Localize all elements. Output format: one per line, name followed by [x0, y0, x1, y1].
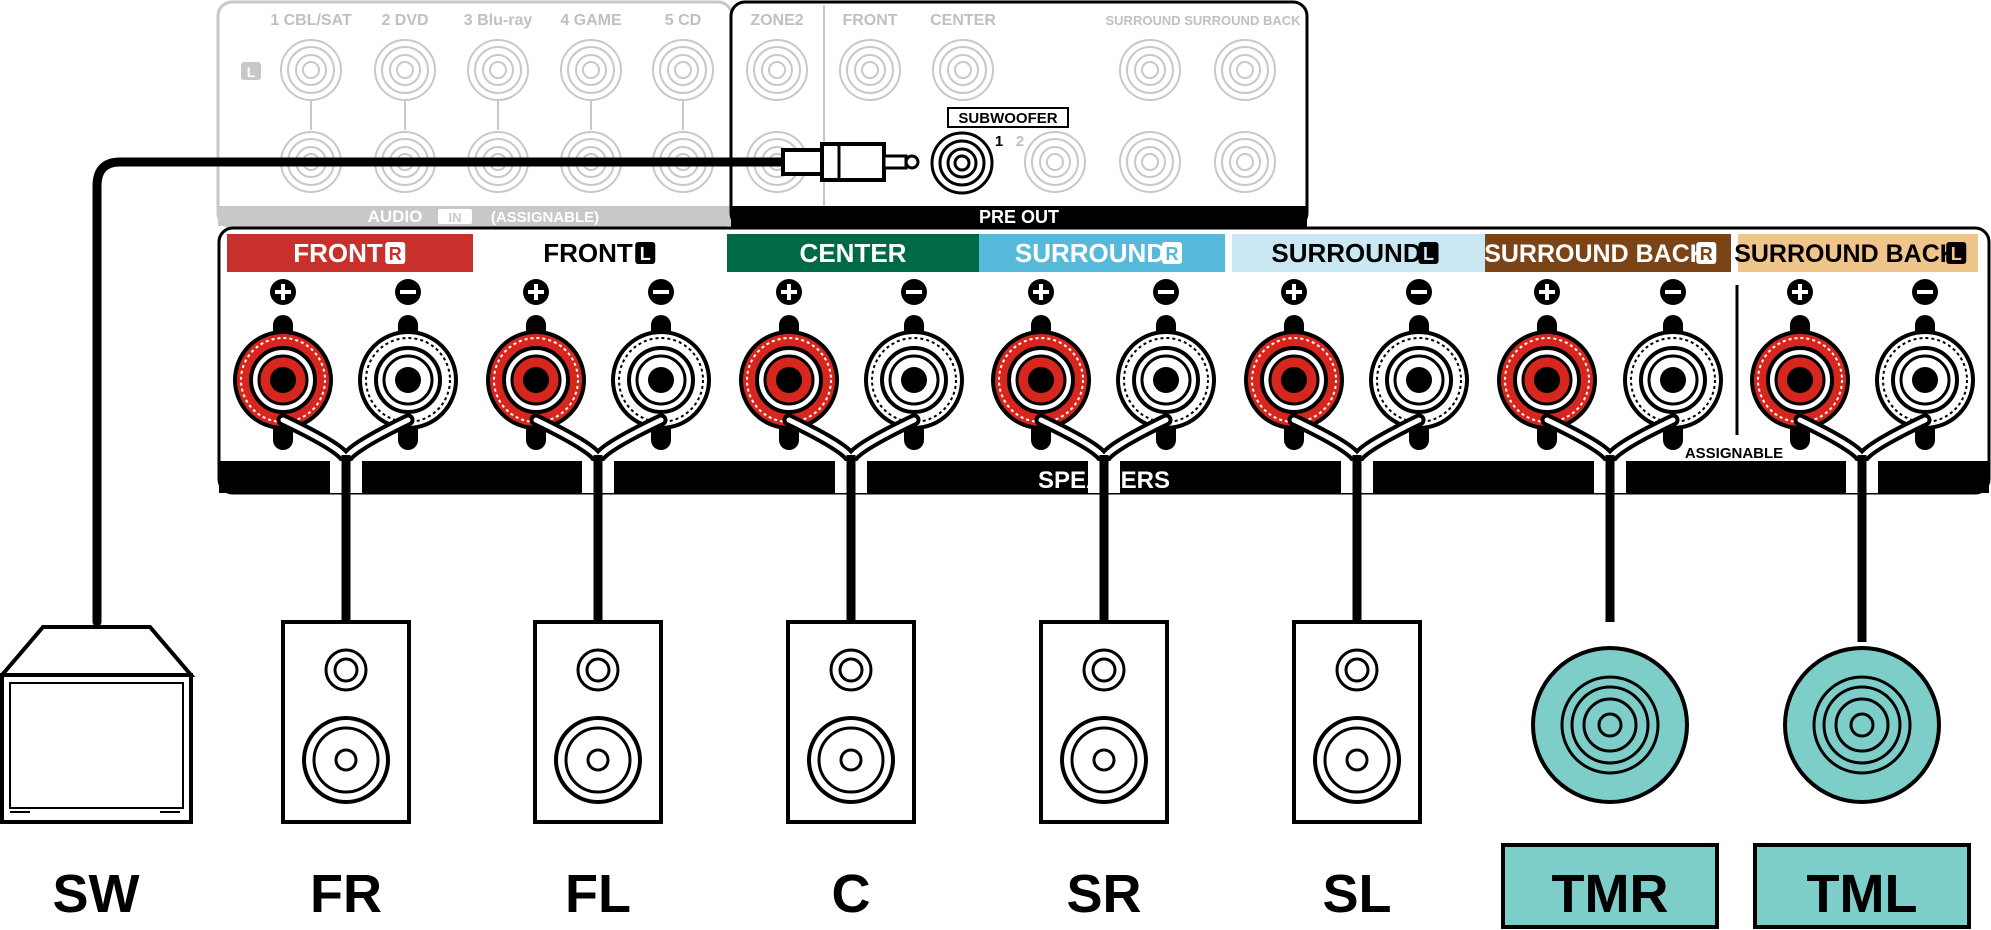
audio-in-jack-top-4	[560, 39, 622, 101]
audio-in-channel-1: 1 CBL/SAT	[270, 12, 352, 29]
terminal-name-5: SURROUND	[1271, 238, 1421, 268]
terminal-name-7: SURROUND BACK	[1734, 240, 1958, 268]
binding-post-pos-1	[233, 279, 333, 450]
terminal-header-3: CENTER	[727, 234, 979, 272]
binding-post-pos-2	[486, 279, 586, 450]
audio-in-jack-top-1	[280, 39, 342, 101]
speaker-wires	[276, 413, 1932, 642]
speaker-label-sr: SR	[1066, 864, 1141, 924]
pre-out-jack-top-2	[839, 39, 901, 101]
binding-post-neg-7	[1875, 279, 1975, 450]
pre-out-label: PRE OUT	[979, 207, 1059, 227]
terminal-badge-4: R	[1166, 244, 1179, 264]
terminal-badge-2: L	[640, 244, 651, 264]
bookshelf-speaker-3	[786, 620, 916, 824]
pre-out-channel-zone2: ZONE2	[750, 12, 803, 29]
pre-out-jack-top-5	[1214, 39, 1276, 101]
terminal-header-2: FRONT L	[480, 234, 720, 272]
terminal-header-1: FRONT R	[227, 234, 473, 272]
bookshelf-speaker-5	[1292, 620, 1422, 824]
speaker-label-c: C	[832, 864, 871, 924]
pre-out-channel-surround: SURROUND SURROUND BACK	[1106, 13, 1302, 28]
terminal-badge-7: L	[1951, 244, 1962, 264]
speaker-label-sw: SW	[53, 864, 140, 924]
binding-post-neg-6	[1623, 279, 1723, 450]
ceiling-speakers	[1531, 646, 1941, 804]
terminal-name-1: FRONT	[293, 238, 383, 268]
subwoofer-box	[0, 625, 196, 824]
bookshelf-speakers	[281, 620, 1422, 824]
pre-out-channel-center: CENTER	[930, 12, 996, 29]
audio-label: AUDIO	[368, 207, 423, 226]
audio-in-channel-4: 4 GAME	[560, 12, 622, 29]
assignable-speaker-label: ASSIGNABLE	[1685, 445, 1783, 462]
l-badge-box	[241, 62, 261, 80]
pre-out-jack-bottom-3	[1119, 131, 1181, 193]
ceiling-speaker-2	[1783, 646, 1941, 804]
subwoofer-jack-1	[930, 131, 994, 195]
speaker-label-tmr: TMR	[1552, 864, 1669, 924]
pre-out-channel-front: FRONT	[842, 12, 897, 29]
bookshelf-speaker-2	[533, 620, 663, 824]
pre-out-jacks	[746, 39, 1276, 193]
terminal-name-3: CENTER	[800, 238, 907, 268]
speaker-label-sl: SL	[1322, 864, 1391, 924]
subwoofer-1-label: 1	[995, 133, 1003, 150]
in-label: IN	[449, 210, 462, 225]
speaker-label-fl: FL	[565, 864, 631, 924]
binding-post-neg-3	[864, 279, 964, 450]
pre-out-jack-top-3	[932, 39, 994, 101]
audio-in-panel: L 1 CBL/SAT 2 DVD 3 Blu-ray 4 GAME 5 CD …	[216, 0, 734, 229]
tmr-label-box	[1501, 843, 1719, 929]
l-badge: L	[247, 64, 256, 80]
audio-in-channel-2: 2 DVD	[381, 12, 428, 29]
pre-out-panel: ZONE2 FRONT CENTER SURROUND SURROUND BAC…	[729, 0, 1309, 229]
binding-post-pos-6	[1497, 279, 1597, 450]
subwoofer-label-box	[947, 107, 1069, 128]
terminal-badge-6: R	[1700, 244, 1713, 264]
speaker-label-fr: FR	[310, 864, 382, 924]
terminal-name-6: SURROUND BACK	[1484, 240, 1708, 268]
pre-out-jack-bottom-2	[1024, 131, 1086, 193]
ceiling-speaker-1	[1531, 646, 1689, 804]
subwoofer-label: SUBWOOFER	[958, 110, 1057, 127]
tml-label-box	[1753, 843, 1971, 929]
speaker-label-tml: TML	[1807, 864, 1918, 924]
subwoofer-cable	[92, 142, 920, 627]
terminal-badge-1: R	[389, 244, 402, 264]
assignable-label: (ASSIGNABLE)	[491, 209, 599, 226]
binding-post-pos-3	[739, 279, 839, 450]
audio-in-channel-5: 5 CD	[665, 12, 701, 29]
terminal-name-2: FRONT	[543, 238, 633, 268]
audio-in-jack-top-3	[467, 39, 529, 101]
pre-out-jack-top-4	[1119, 39, 1181, 101]
audio-in-jack-top-5	[652, 39, 714, 101]
audio-in-channel-3: 3 Blu-ray	[464, 12, 533, 29]
subwoofer-2-label: 2	[1016, 133, 1024, 150]
audio-in-jack-top-2	[374, 39, 436, 101]
pre-out-jack-top-1	[746, 39, 808, 101]
bookshelf-speaker-1	[281, 620, 411, 824]
bookshelf-speaker-4	[1039, 620, 1169, 824]
pre-out-jack-bottom-4	[1214, 131, 1276, 193]
terminal-badge-5: L	[1423, 244, 1434, 264]
terminal-name-4: SURROUND	[1015, 238, 1165, 268]
